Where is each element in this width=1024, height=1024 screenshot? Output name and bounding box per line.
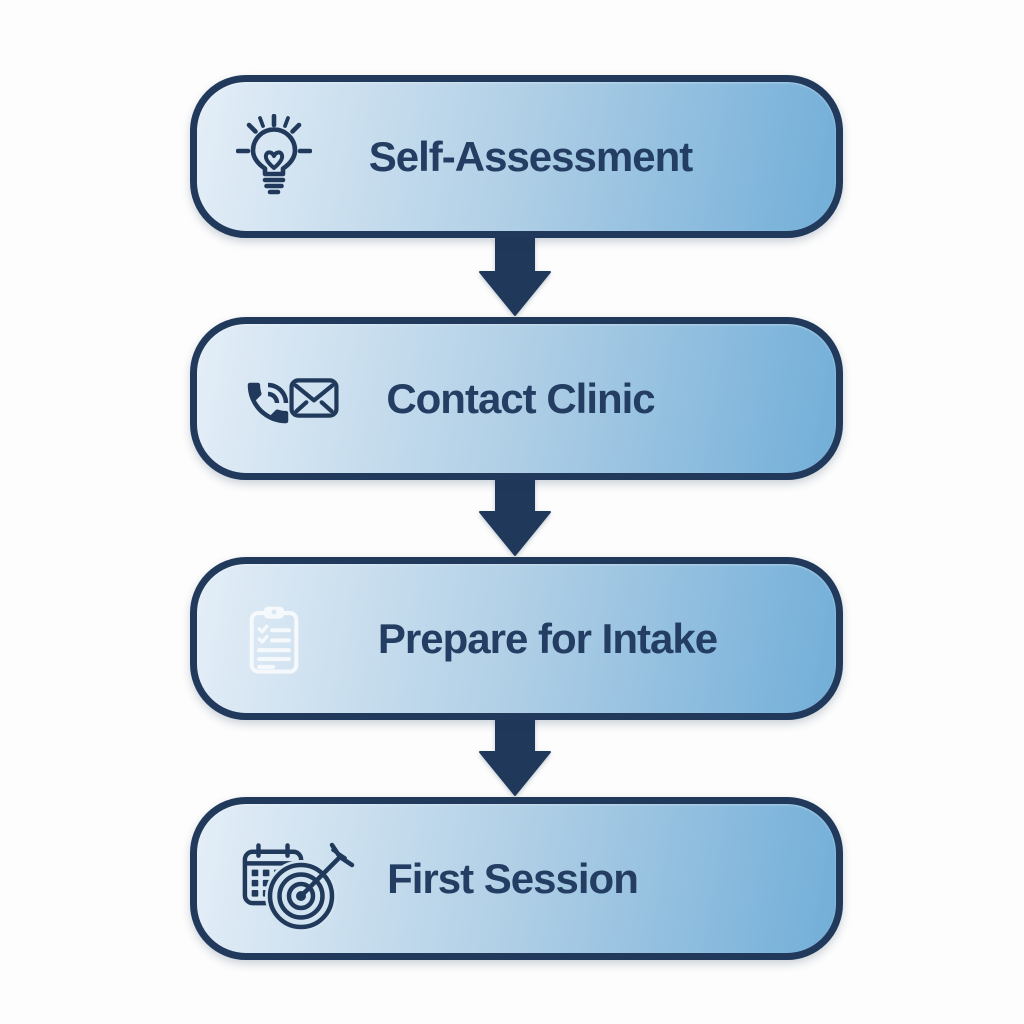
lightbulb-icon bbox=[236, 114, 312, 195]
step-box-self-assessment: Self-Assessment bbox=[190, 75, 843, 238]
step-box-prepare-for-intake: Prepare for Intake bbox=[190, 557, 843, 720]
down-arrow-connector-1 bbox=[479, 236, 551, 316]
envelope-icon bbox=[289, 378, 339, 418]
target-dart-icon bbox=[265, 842, 355, 932]
step-label: Self-Assessment bbox=[368, 132, 693, 180]
down-arrow-connector-2 bbox=[479, 476, 551, 556]
step-label: Prepare for Intake bbox=[377, 614, 718, 662]
phone-icon bbox=[247, 382, 289, 424]
step-label: Contact Clinic bbox=[386, 374, 655, 422]
step-box-first-session: First Session bbox=[190, 797, 843, 960]
clipboard-checklist-icon bbox=[249, 606, 299, 674]
step-label: First Session bbox=[387, 854, 639, 902]
step-box-contact-clinic: Contact Clinic bbox=[190, 317, 843, 480]
down-arrow-connector-3 bbox=[479, 716, 551, 796]
